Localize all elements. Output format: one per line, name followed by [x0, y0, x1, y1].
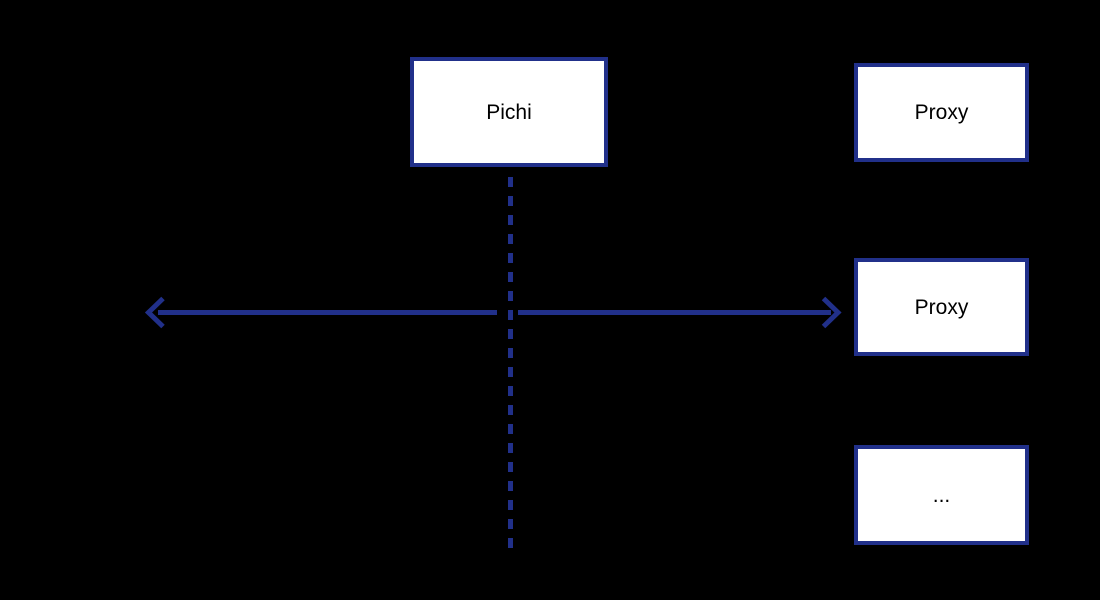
arrowhead-left-icon [144, 296, 165, 329]
node-proxy-middle: Proxy [854, 258, 1029, 356]
node-pichi: Pichi [410, 57, 608, 167]
node-proxy-top-label: Proxy [914, 101, 969, 124]
node-proxy-top: Proxy [854, 63, 1029, 162]
node-proxy-middle-label: Proxy [914, 295, 969, 319]
bidirectional-arrow [144, 296, 842, 329]
node-proxy-more-label: ... [932, 483, 951, 507]
node-proxy-more: ... [854, 445, 1029, 545]
arrowhead-right-icon [821, 296, 842, 329]
node-pichi-label: Pichi [486, 100, 532, 124]
